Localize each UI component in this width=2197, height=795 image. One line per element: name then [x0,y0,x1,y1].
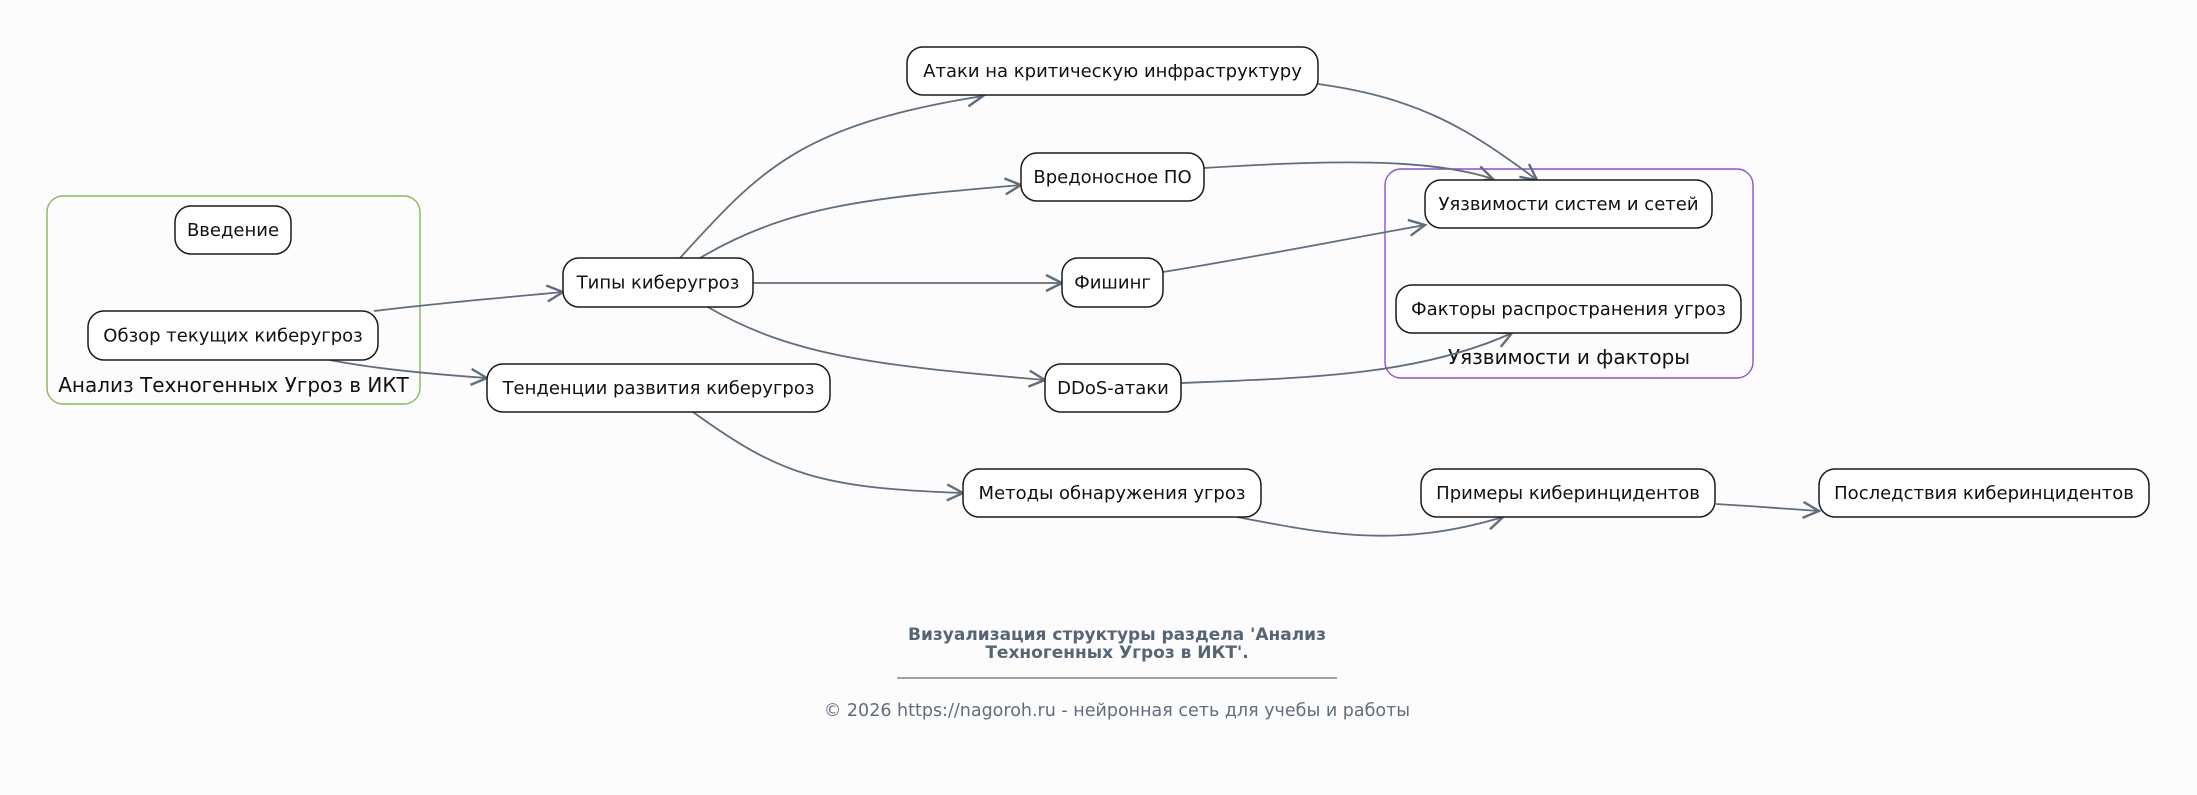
node-intro[interactable]: Введение [174,205,292,255]
edge-line [679,95,984,259]
edge-line [1236,516,1504,537]
node-consequences[interactable]: Последствия киберинцидентов [1818,468,2150,518]
node-box[interactable] [1395,284,1742,334]
edge-line [1317,83,1538,181]
node-types[interactable]: Типы киберугроз [562,257,754,308]
edge-line [1162,224,1426,273]
node-factors[interactable]: Факторы распространения угроз [1395,284,1742,334]
node-box[interactable] [1044,363,1182,413]
node-label: DDoS-атаки [1057,378,1169,399]
node-box[interactable] [174,205,292,255]
node-box[interactable] [87,310,379,361]
edge-line [1203,161,1494,180]
node-label: Обзор текущих киберугроз [103,326,362,347]
node-label: Типы киберугроз [576,273,740,294]
node-phishing[interactable]: Фишинг [1061,257,1164,308]
node-malware[interactable]: Вредоносное ПО [1020,152,1205,202]
node-overview[interactable]: Обзор текущих киберугроз [87,310,379,361]
cluster-border [1384,168,1754,379]
edge-types-to-phishing [752,273,1065,293]
edge-line [699,184,1022,259]
node-box[interactable] [486,363,831,413]
edge-line [373,291,564,312]
node-box[interactable] [1818,468,2150,518]
edge-types-to-malware [699,177,1024,259]
node-label: Уязвимости систем и сетей [1438,194,1698,215]
arrowhead-icon [1407,218,1428,237]
arrowhead-icon [1802,500,1822,519]
node-label: Атаки на критическую инфраструктуру [923,61,1302,82]
node-label: Тенденции развития киберугроз [502,378,815,399]
edge-line [1180,332,1513,384]
node-label: Вредоносное ПО [1033,167,1191,188]
node-detection[interactable]: Методы обнаружения угроз [962,468,1262,518]
node-box[interactable] [1061,257,1164,308]
edge-trends-to-detection [692,411,966,502]
node-label: Фишинг [1074,273,1151,294]
node-box[interactable] [1420,468,1716,518]
node-ddos[interactable]: DDoS-атаки [1044,363,1182,413]
cluster-vuln: Уязвимости и факторы [1384,168,1754,379]
node-label: Факторы распространения угроз [1411,299,1726,320]
node-box[interactable] [562,257,754,308]
edge-line [329,359,488,379]
footer-title-line2: Техногенных Угроз в ИКТ'. [985,643,1248,663]
edge-line [692,411,964,494]
cluster-main: Анализ Техногенных Угроз в ИКТ [46,195,421,405]
node-vulns[interactable]: Уязвимости систем и сетей [1424,179,1713,229]
node-label: Примеры киберинцидентов [1436,483,1700,504]
edge-line [1715,503,1820,512]
footer-copyright: © 2026 https://nagoroh.ru - нейронная се… [824,701,1410,721]
cluster-label: Анализ Техногенных Угроз в ИКТ [58,373,409,397]
edge-examples-to-consequences [1715,500,1822,519]
edges-layer [329,83,1822,537]
node-trends[interactable]: Тенденции развития киберугроз [486,363,831,413]
node-box[interactable] [1020,152,1205,202]
node-label: Методы обнаружения угроз [979,483,1246,504]
node-examples[interactable]: Примеры киберинцидентов [1420,468,1716,518]
edge-malware-to-vulns [1203,161,1496,183]
node-infra[interactable]: Атаки на критическую инфраструктуру [906,46,1319,96]
node-box[interactable] [906,46,1319,96]
clusters-layer: Анализ Техногенных Угроз в ИКТ Уязвимости… [46,168,1754,405]
node-box[interactable] [1424,179,1713,229]
edge-line [705,305,1046,381]
node-box[interactable] [962,468,1262,518]
footer: Визуализация структуры раздела 'Анализ Т… [824,625,1410,721]
edge-types-to-infra [679,89,986,259]
cluster-border [46,195,421,405]
footer-title-line1: Визуализация структуры раздела 'Анализ [908,625,1326,645]
edge-overview-to-types [373,284,566,312]
node-label: Последствия киберинцидентов [1834,483,2134,504]
node-label: Введение [187,220,279,241]
cluster-label: Уязвимости и факторы [1448,345,1690,369]
edge-phishing-to-vulns [1162,218,1428,273]
